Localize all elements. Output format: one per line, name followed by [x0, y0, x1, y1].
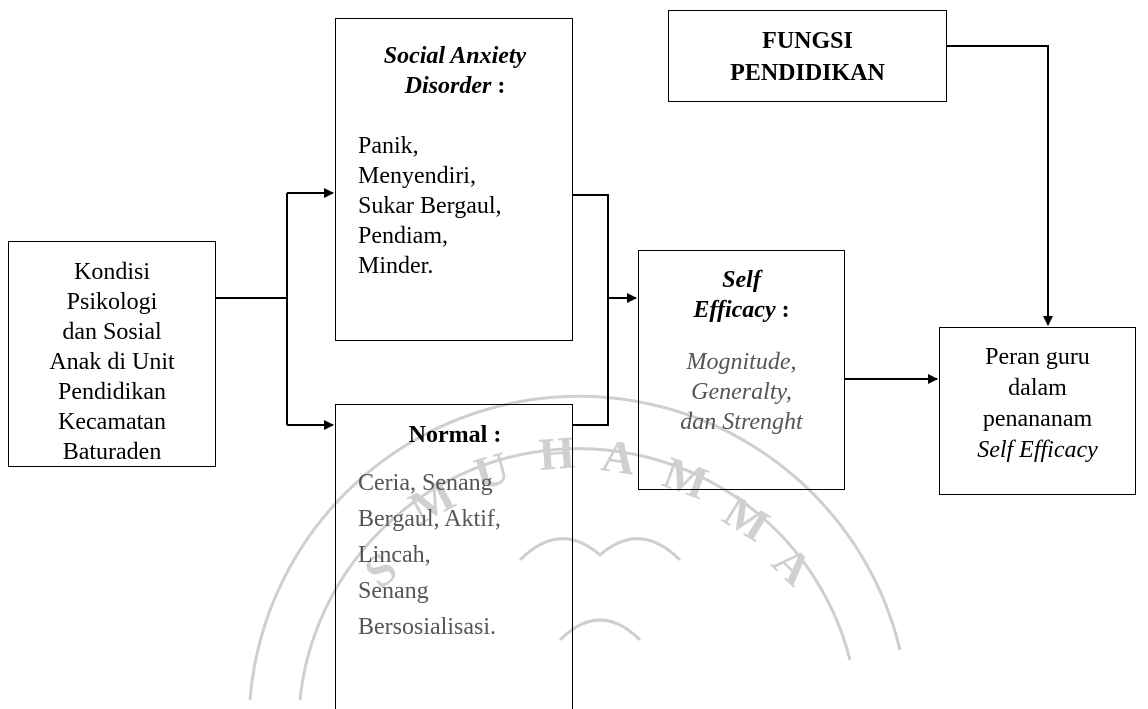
box-fungsi-pendidikan: FUNGSI PENDIDIKAN [668, 10, 947, 102]
kondisi-line: Psikologi [66, 289, 158, 315]
box-peran-guru: Peran guru dalam penananam Self Efficacy [939, 327, 1136, 495]
kondisi-line: Kondisi [73, 259, 150, 285]
social-title-line2: Disorder [404, 73, 492, 99]
fungsi-line: PENDIDIKAN [730, 60, 885, 86]
kondisi-line: Anak di Unit [49, 349, 175, 375]
normal-item: Lincah, [358, 542, 431, 568]
line-social-out [573, 194, 609, 298]
social-title-colon: : [491, 73, 506, 99]
social-item: Sukar Bergaul, [358, 193, 502, 219]
normal-item: Senang [358, 578, 429, 604]
box-kondisi: Kondisi Psikologi dan Sosial Anak di Uni… [8, 241, 216, 467]
normal-item: Bergaul, Aktif, [358, 506, 501, 532]
normal-title: Normal : [408, 422, 502, 448]
box-self-efficacy: Self Efficacy : Mognitude, Generalty, da… [638, 250, 845, 490]
kondisi-line: Pendidikan [58, 379, 166, 405]
normal-items: Ceria, Senang Bergaul, Aktif, Lincah, Se… [358, 465, 572, 645]
self-efficacy-title-line1: Self [722, 267, 761, 293]
self-efficacy-title-line2: Efficacy [693, 297, 776, 323]
self-efficacy-colon: : [775, 297, 790, 323]
arrow-fungsi-to-peran [947, 45, 1053, 326]
box-normal: Normal : Ceria, Senang Bergaul, Aktif, L… [335, 404, 573, 709]
self-efficacy-item: dan Strenght [680, 409, 803, 435]
peran-line-italic: Self Efficacy [977, 437, 1098, 463]
social-item: Pendiam, [358, 223, 448, 249]
kondisi-line: Kecamatan [58, 409, 166, 435]
self-efficacy-item: Mognitude, [686, 349, 797, 375]
self-efficacy-item: Generalty, [691, 379, 792, 405]
social-title-line1: Social Anxiety [383, 43, 527, 69]
social-items: Panik, Menyendiri, Sukar Bergaul, Pendia… [358, 131, 572, 281]
fungsi-line: FUNGSI [762, 28, 853, 54]
social-title: Social Anxiety Disorder : [336, 41, 574, 101]
normal-item: Ceria, Senang [358, 470, 493, 496]
kondisi-line: dan Sosial [62, 319, 162, 345]
peran-line: penananam [982, 406, 1093, 432]
self-efficacy-items: Mognitude, Generalty, dan Strenght [639, 347, 844, 437]
social-item: Panik, [358, 133, 419, 159]
peran-line: Peran guru [985, 344, 1090, 370]
normal-item: Bersosialisasi. [358, 614, 496, 640]
peran-line: dalam [1008, 375, 1067, 401]
social-item: Menyendiri, [358, 163, 476, 189]
box-social-anxiety: Social Anxiety Disorder : Panik, Menyend… [335, 18, 573, 341]
social-item: Minder. [358, 253, 434, 279]
kondisi-line: Baturaden [62, 439, 162, 465]
line-normal-out [573, 298, 609, 426]
